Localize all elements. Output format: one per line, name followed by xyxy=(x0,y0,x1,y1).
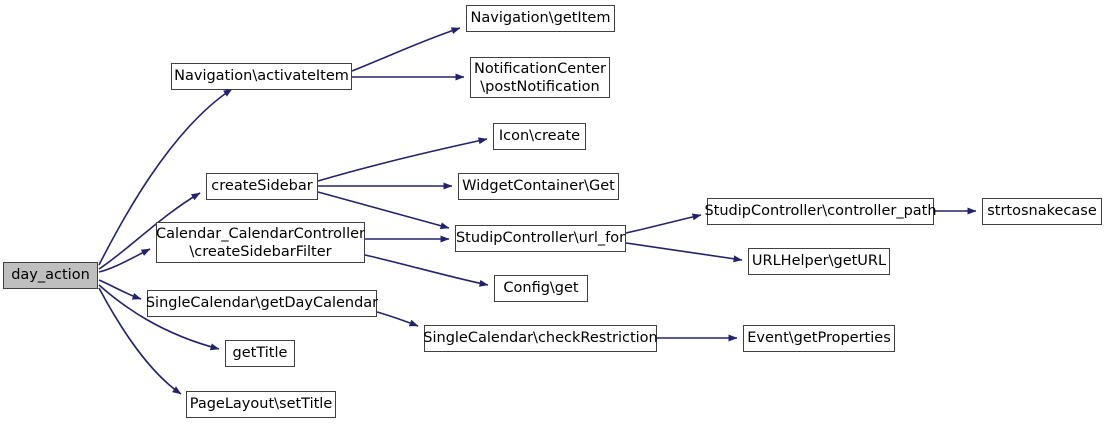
graph-node-widget_get[interactable]: WidgetContainer\Get xyxy=(458,173,619,200)
graph-node-url_helper[interactable]: URLHelper\getURL xyxy=(748,248,890,275)
graph-node-get_day_calendar[interactable]: SingleCalendar\getDayCalendar xyxy=(146,290,378,317)
graph-node-event_props[interactable]: Event\getProperties xyxy=(743,325,895,352)
graph-node-cal_sidebar_filter[interactable]: Calendar_CalendarController \createSideb… xyxy=(156,222,365,263)
graph-node-url_for[interactable]: StudipController\url_for xyxy=(455,225,626,252)
edge-day_action-to-get_day_calendar xyxy=(98,279,142,300)
graph-node-nav_activate[interactable]: Navigation\activateItem xyxy=(171,63,352,90)
edge-nav_activate-to-nav_getitem xyxy=(351,27,461,72)
graph-node-controller_path[interactable]: StudipController\controller_path xyxy=(704,198,937,225)
graph-node-icon_create[interactable]: Icon\create xyxy=(493,123,586,150)
graph-node-get_title[interactable]: getTitle xyxy=(225,340,295,367)
edge-get_day_calendar-to-check_restriction xyxy=(376,311,419,327)
graph-node-create_sidebar[interactable]: createSidebar xyxy=(206,173,318,200)
graph-node-nav_getitem[interactable]: Navigation\getItem xyxy=(466,5,615,32)
graph-node-notif_post[interactable]: NotificationCenter \postNotification xyxy=(470,57,610,98)
edge-url_for-to-url_helper xyxy=(625,242,743,263)
edge-url_for-to-controller_path xyxy=(625,213,702,234)
graph-node-page_settitle[interactable]: PageLayout\setTitle xyxy=(186,391,336,418)
edge-cal_sidebar_filter-to-config_get xyxy=(364,254,489,287)
edge-day_action-to-cal_sidebar_filter xyxy=(98,248,151,273)
graph-node-strtosnakecase[interactable]: strtosnakecase xyxy=(982,198,1102,225)
graph-node-check_restriction[interactable]: SingleCalendar\checkRestriction xyxy=(423,325,658,352)
graph-node-config_get[interactable]: Config\get xyxy=(494,275,588,302)
graph-node-day_action[interactable]: day_action xyxy=(3,262,98,289)
